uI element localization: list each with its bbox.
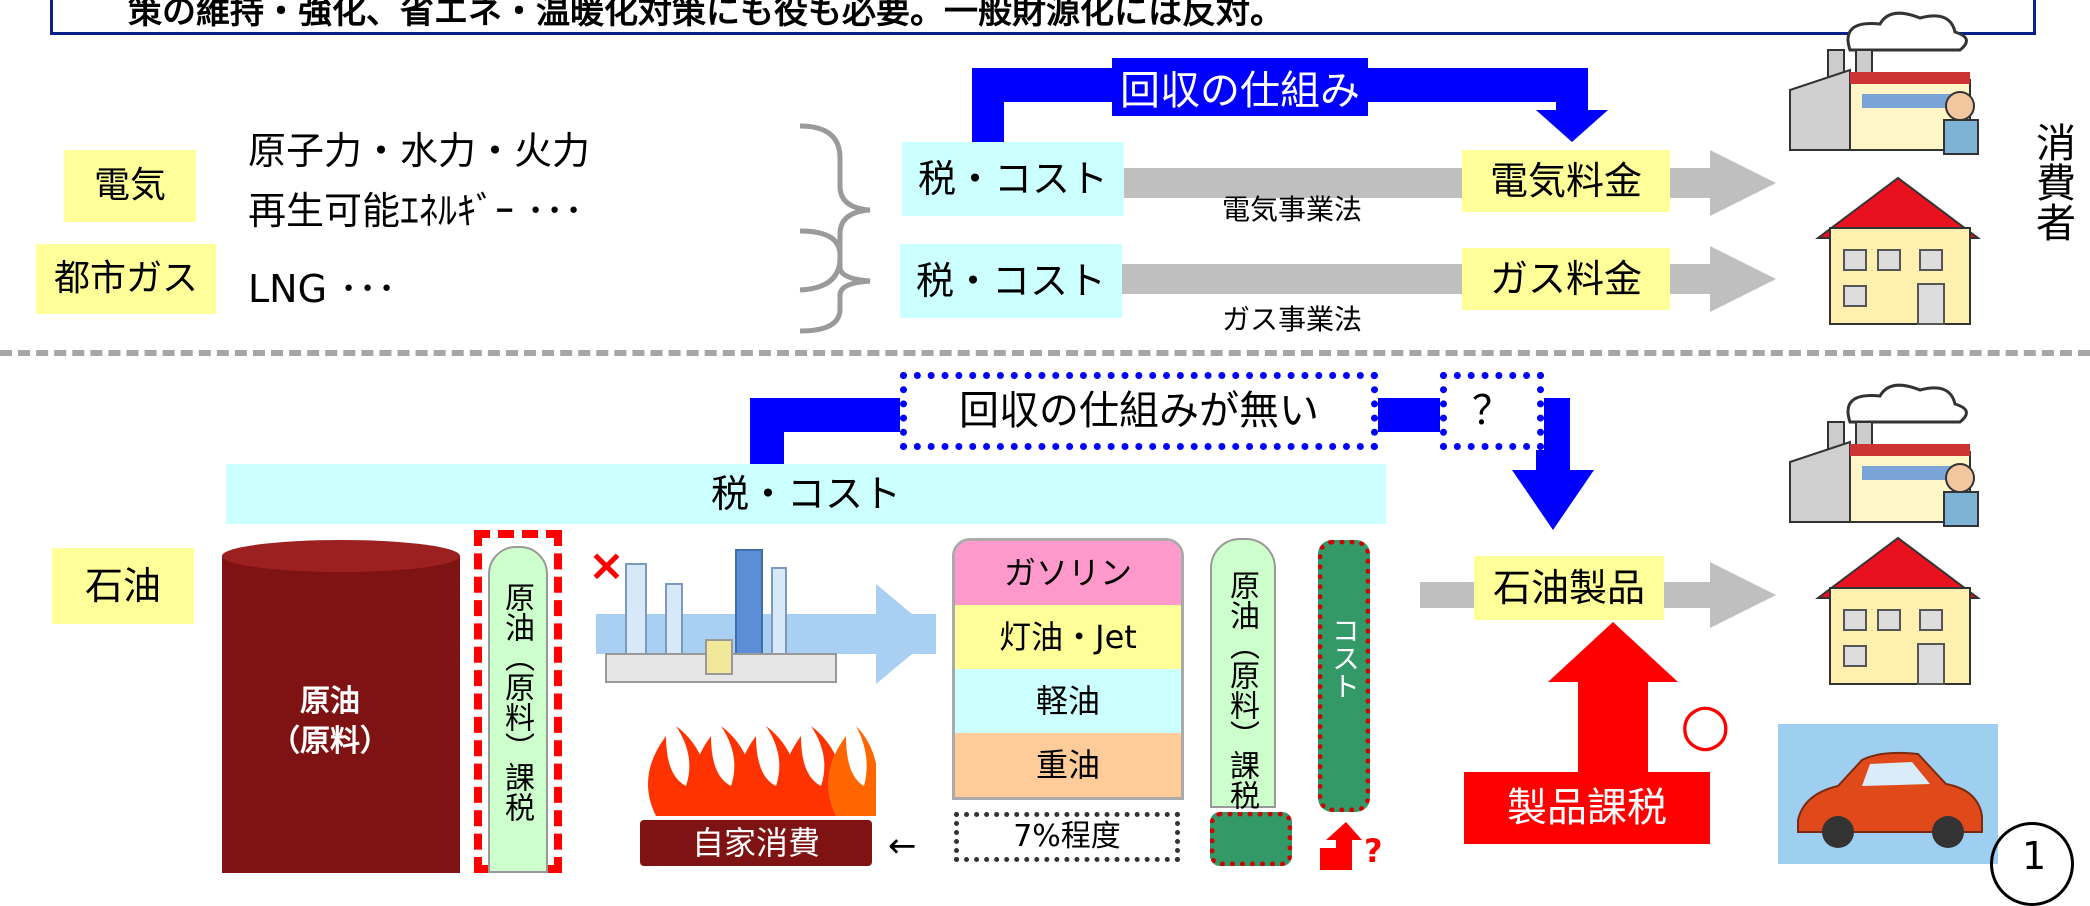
collection-mechanism-label: 回収の仕組み	[1112, 58, 1368, 116]
crude-tax-right-text: 原油（原料）課税	[1224, 570, 1259, 810]
small-up-arrow	[1320, 822, 1362, 870]
no-mechanism-box: 回収の仕組みが無い	[900, 372, 1378, 450]
electricity-sources-line1: 原子力・水力・火力	[248, 129, 591, 173]
crude-tank-line1: 原油	[300, 684, 360, 719]
crude-tax-right-cylinder	[1210, 538, 1276, 808]
tax-cost-gas: 税・コスト	[900, 244, 1122, 318]
oil-label: 石油	[52, 548, 194, 624]
refinery-icon	[596, 549, 936, 684]
cost-vertical-text: コスト	[1328, 616, 1361, 700]
circle-mark: ○	[1680, 690, 1731, 758]
small-question: ?	[1364, 832, 1383, 870]
crude-tax-left-cylinder	[488, 546, 548, 873]
cost-column	[1318, 540, 1370, 812]
car-icon	[1778, 724, 1998, 864]
crude-tax-right-base	[1210, 812, 1292, 866]
layer-gasoline: ガソリン	[955, 541, 1181, 605]
electricity-sources-line2: 再生可能ｴﾈﾙｷﾞｰ ･･･	[248, 189, 584, 233]
crude-tank-line2: （原料）	[270, 724, 390, 759]
layer-heavy-oil: 重油	[955, 733, 1181, 797]
seven-percent-box: 7%程度	[954, 812, 1180, 862]
header-box	[50, 0, 2036, 35]
electricity-label: 電気	[64, 150, 196, 222]
elec-fee: 電気料金	[1462, 150, 1670, 212]
question-box: ？	[1440, 372, 1544, 450]
factory-icon	[1789, 11, 1979, 155]
layer-kerosene-jet: 灯油・Jet	[955, 605, 1181, 669]
city-gas-label: 都市ガス	[36, 244, 216, 314]
product-tax-label: 製品課税	[1464, 772, 1710, 844]
x-mark: ×	[588, 540, 625, 591]
page-number: 1	[2022, 834, 2047, 878]
factory-icon-lower	[1789, 383, 1979, 527]
section-divider	[0, 350, 2090, 356]
grey-arrow-gas	[1120, 246, 1776, 312]
crude-tank-icon	[222, 540, 460, 873]
house-icon	[1815, 176, 1981, 325]
product-layer-stack: ガソリン 灯油・Jet 軽油 重油	[952, 538, 1184, 800]
tax-cost-elec: 税・コスト	[902, 142, 1124, 216]
petroleum-products-label: 石油製品	[1474, 556, 1664, 620]
source-brace-lower	[799, 228, 871, 334]
source-braces	[799, 123, 871, 293]
self-consumption-label: 自家消費	[640, 820, 872, 866]
gas-sources: LNG ･･･	[248, 267, 397, 311]
arrow-left: ←	[888, 826, 917, 866]
house-icon-lower	[1815, 536, 1981, 685]
grey-arrow-elec	[1120, 150, 1776, 216]
crude-tax-left-text: 原油（原料）課税	[499, 582, 534, 822]
consumer-label: 消費者	[2029, 122, 2075, 242]
header-text: 策の維持・強化、省エネ・温暖化対策にも役も必要。一般財源化には反対。	[128, 0, 1284, 32]
gas-fee: ガス料金	[1462, 248, 1670, 310]
elec-law: 電気事業法	[1222, 193, 1363, 226]
flame-icon	[648, 726, 876, 816]
tax-cost-bar: 税・コスト	[226, 464, 1386, 524]
gas-law: ガス事業法	[1222, 303, 1363, 336]
layer-light-oil: 軽油	[955, 669, 1181, 733]
product-tax-arrow	[1548, 622, 1678, 772]
